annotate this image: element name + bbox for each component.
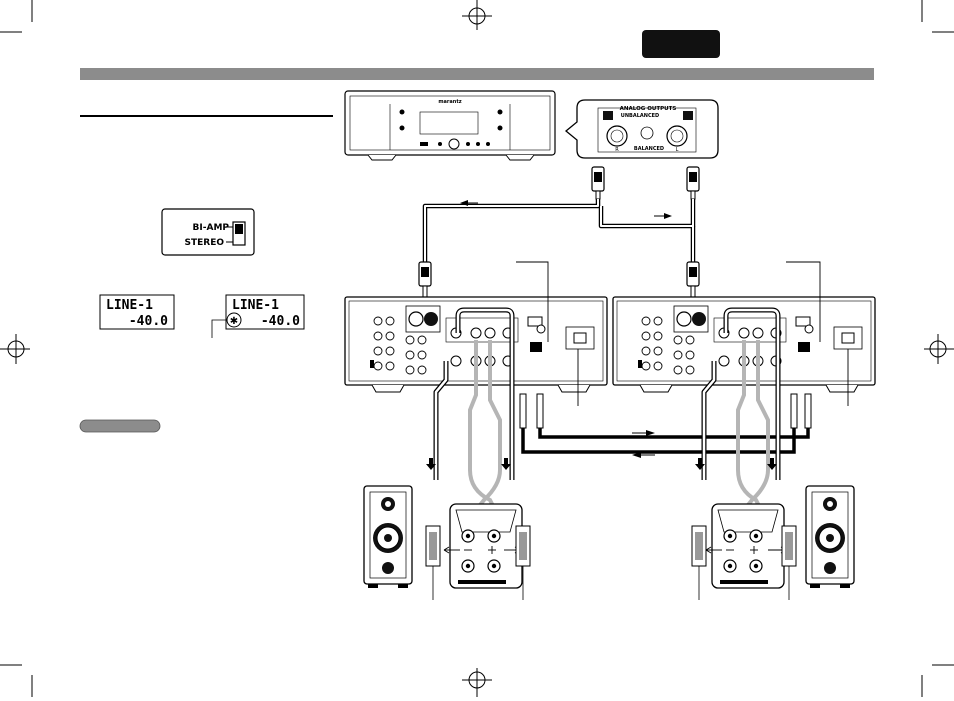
link-arrow-right [632,430,655,436]
analog-outputs-title: ANALOG OUTPUTS [620,106,677,112]
xlr-plug-amp1 [419,262,431,300]
panel-channel-l: L [676,147,679,153]
sacd-player: marantz [345,91,555,160]
speaker-left [364,486,412,588]
player-brand: marantz [438,99,461,105]
lcd1-line1: LINE-1 [106,298,153,313]
balanced-label: BALANCED [634,146,664,152]
analog-outputs-panel: ANALOG OUTPUTS UNBALANCED BALANCED R L [566,100,718,158]
speaker-terminal-left [450,504,522,588]
lcd1-line2: -40.0 [129,314,168,329]
down-arrows [426,458,777,470]
unbalanced-label: UNBALANCED [621,113,659,119]
xlr-plug-r [592,167,604,199]
lcd-display-1: LINE-1 -40.0 [100,295,174,329]
speaker-right [806,486,854,588]
panel-channel-r: R [615,147,619,153]
speaker-terminal-right [712,504,784,588]
lcd2-line2: -40.0 [261,314,300,329]
signal-arrow-right [654,213,672,219]
language-tab [642,30,720,58]
section-pill [80,420,160,432]
header-bar [80,68,874,80]
bi-amp-indicator-icon: ✱ [230,316,238,327]
stereo-label: STEREO [185,238,225,248]
lcd2-line1: LINE-1 [232,298,279,313]
xlr-plug-l [687,167,699,199]
bi-amp-switch-illustration: BI-AMP STEREO [162,209,254,255]
bi-amp-label: BI-AMP [193,223,230,233]
link-cables [523,428,808,452]
xlr-plug-amp2 [687,262,699,300]
lcd-display-2: LINE-1 -40.0 ✱ [212,295,304,338]
balanced-cables [425,199,693,262]
